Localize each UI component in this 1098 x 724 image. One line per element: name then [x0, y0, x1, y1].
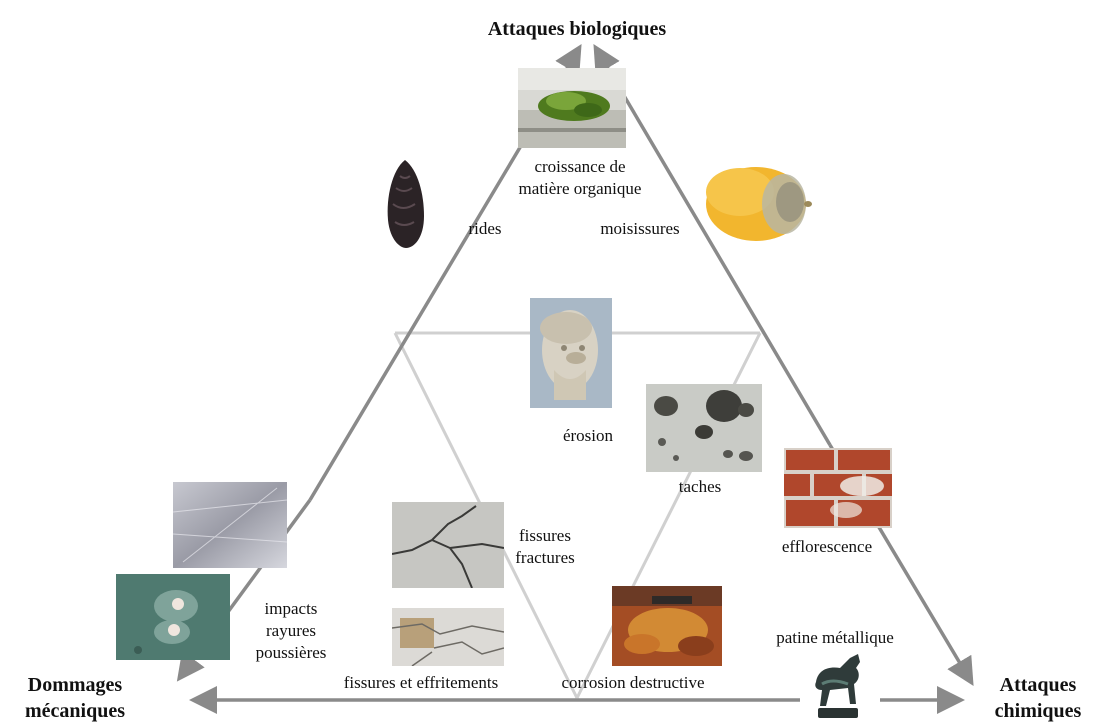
- corner-mechanical-damage: Dommages mécaniques: [0, 672, 150, 724]
- impacts-photo: [116, 574, 230, 660]
- corrosion-photo: [612, 586, 722, 666]
- efflorescence-photo: [784, 448, 892, 528]
- corner-biological-attacks: Attaques biologiques: [477, 16, 677, 42]
- cracks-photo: [392, 502, 504, 588]
- cracks-label: fissures fractures: [500, 525, 590, 569]
- corrosion-label: corrosion destructive: [540, 672, 726, 694]
- impacts-label: impacts rayures poussières: [236, 598, 346, 664]
- patina-photo: [806, 646, 870, 722]
- mold-label: moisissures: [585, 218, 695, 240]
- erosion-label: érosion: [548, 425, 628, 447]
- scratches-photo: [173, 482, 287, 568]
- stains-photo: [646, 384, 762, 472]
- patina-label: patine métallique: [760, 627, 910, 649]
- wrinkles-label: rides: [455, 218, 515, 240]
- efflorescence-label: efflorescence: [766, 536, 888, 558]
- corner-chemical-attacks: Attaques chimiques: [978, 672, 1098, 724]
- mold-photo: [702, 164, 812, 244]
- organic-growth-label: croissance de matière organique: [495, 156, 665, 200]
- wrinkles-photo: [384, 158, 426, 250]
- crumbling-label: fissures et effritements: [326, 672, 516, 694]
- erosion-photo: [530, 298, 612, 408]
- crumbling-photo: [392, 608, 504, 666]
- organic-growth-photo: [518, 68, 626, 148]
- stains-label: taches: [655, 476, 745, 498]
